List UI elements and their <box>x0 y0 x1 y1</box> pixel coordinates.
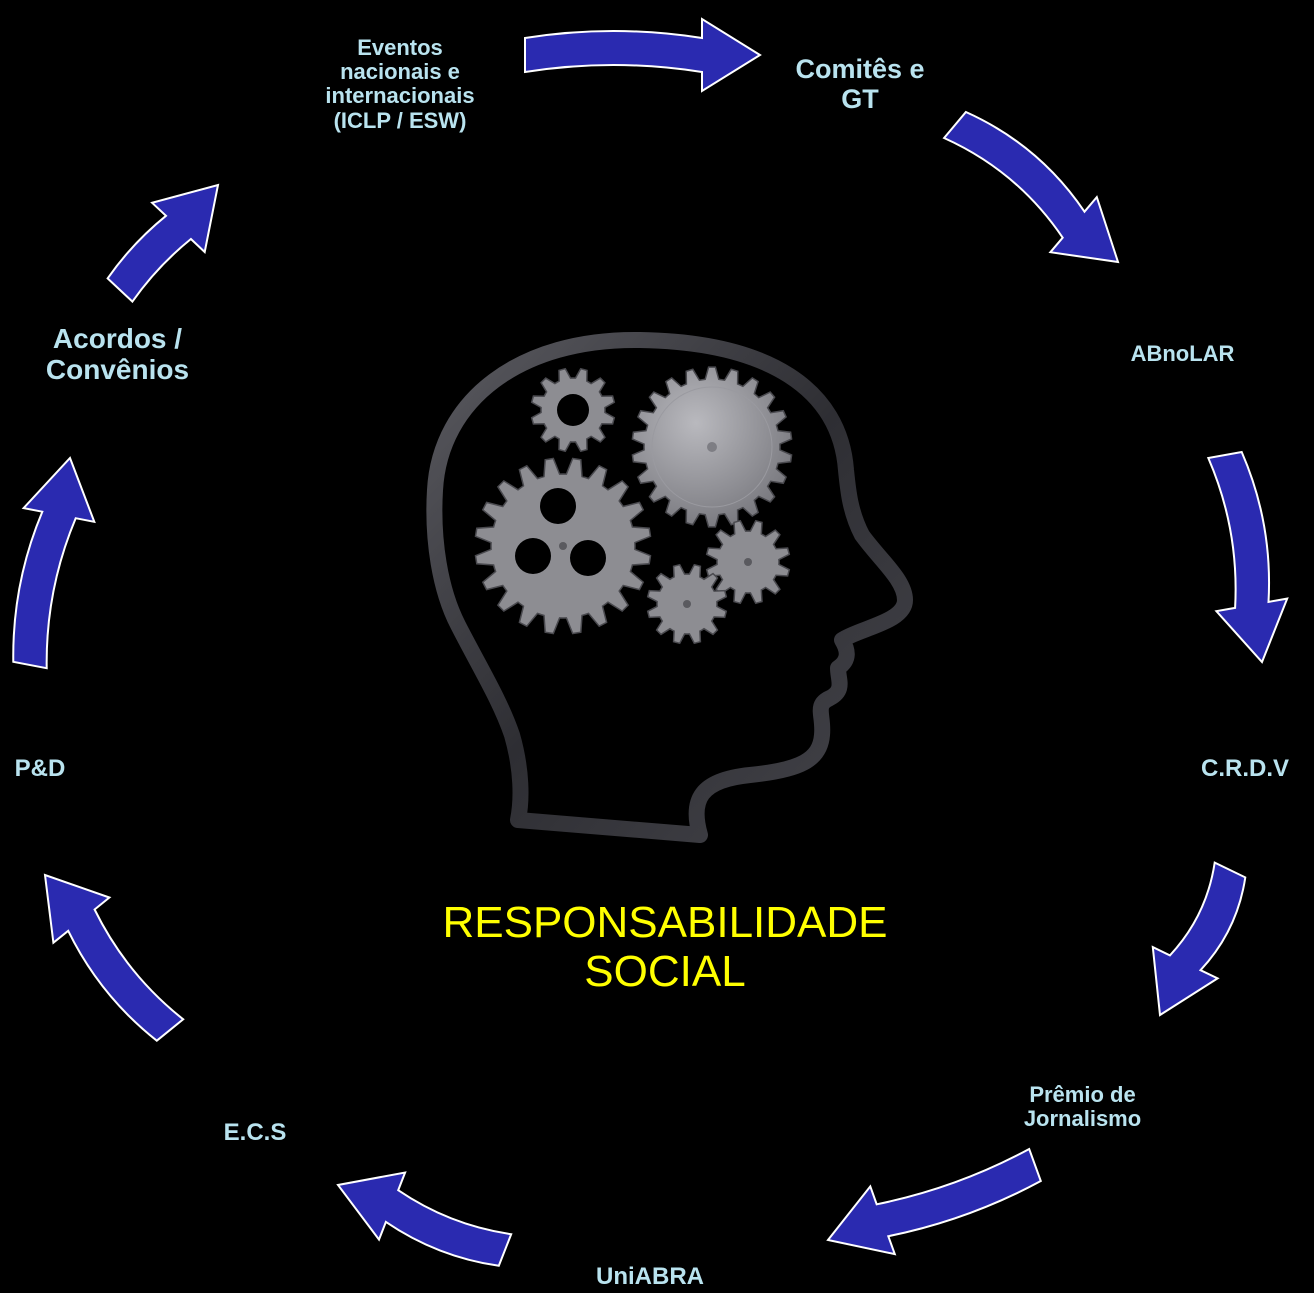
cycle-arrow-1 <box>524 17 762 93</box>
node-abnolar: ABnoLAR <box>1130 341 1235 366</box>
node-uniabra: UniABRA <box>596 1263 704 1290</box>
cycle-arrow-6 <box>336 1171 513 1267</box>
node-acordos: Acordos / Convênios <box>45 323 190 385</box>
node-premio: Prêmio de Jornalismo <box>1023 1082 1142 1132</box>
node-comites: Comitês e GT <box>795 54 925 114</box>
cycle-arrow-4 <box>1151 861 1247 1017</box>
cycle-arrow-5 <box>826 1147 1043 1256</box>
node-ped: P&D <box>14 755 66 782</box>
node-crdv: C.R.D.V <box>1200 755 1289 782</box>
cycle-arrow-7 <box>43 873 185 1042</box>
node-ecs: E.C.S <box>223 1119 287 1146</box>
head-outline <box>426 331 913 843</box>
gears-group <box>474 366 793 645</box>
gear-4 <box>705 519 791 605</box>
node-eventos: Eventos nacionais e internacionais (ICLP… <box>325 35 475 133</box>
cycle-arrow-2 <box>942 110 1120 264</box>
gear-1 <box>631 366 793 528</box>
cycle-arrow-8 <box>12 456 96 670</box>
gear-2 <box>474 457 652 635</box>
cycle-arrow-3 <box>1206 450 1289 664</box>
cycle-arrow-9 <box>106 183 220 304</box>
center-title: RESPONSABILIDADE SOCIAL <box>442 898 888 997</box>
gear-3 <box>530 367 616 453</box>
gear-5 <box>646 563 728 645</box>
